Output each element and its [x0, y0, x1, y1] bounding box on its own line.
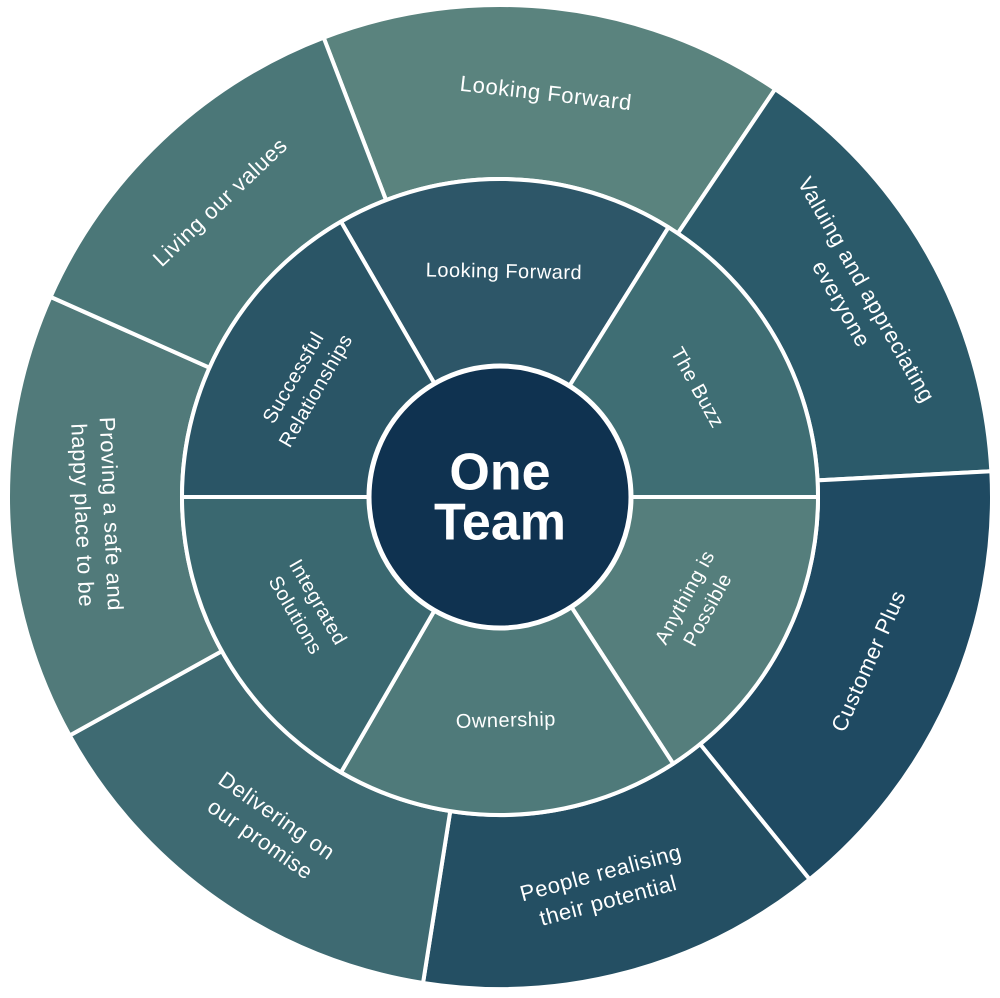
outer-ring	[6, 3, 994, 991]
segment-ownership-label: Ownership	[456, 708, 557, 733]
segment-looking-forward-inner-label: Looking Forward	[426, 259, 583, 284]
center-title-line2: Team	[434, 494, 566, 552]
segment-looking-forward-inner-label-line: Looking Forward	[426, 259, 583, 284]
inner-ring	[180, 177, 820, 817]
center-circle	[366, 363, 634, 631]
center-title-line1: One	[449, 444, 550, 502]
segment-ownership-label-line: Ownership	[456, 708, 557, 733]
